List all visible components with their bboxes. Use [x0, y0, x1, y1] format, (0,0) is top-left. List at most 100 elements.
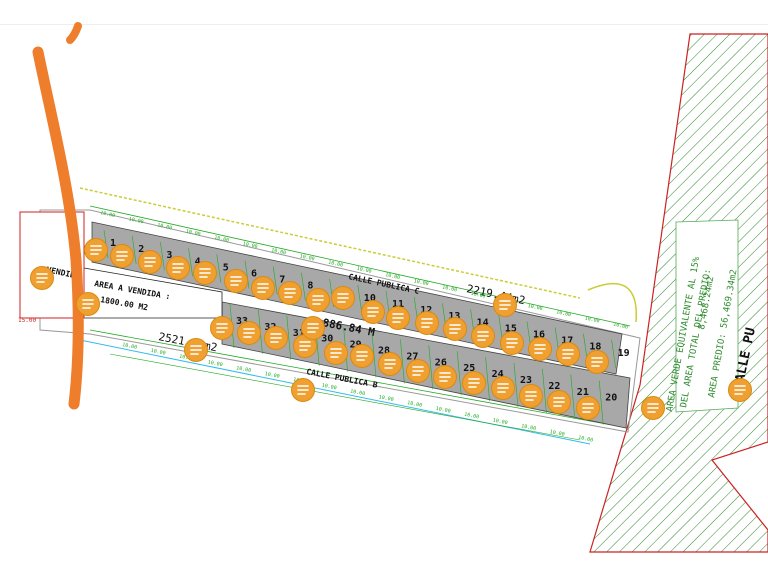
comment-marker[interactable] [728, 378, 752, 402]
dim-tick-label: 10.00 [549, 429, 565, 438]
comment-marker[interactable] [462, 371, 486, 395]
lot-label: 4 [195, 256, 201, 267]
comment-marker[interactable] [293, 334, 317, 358]
comment-marker[interactable] [224, 269, 248, 293]
comment-marker[interactable] [291, 378, 315, 402]
comment-marker[interactable] [251, 276, 275, 300]
lot-label: 30 [321, 334, 333, 345]
comment-marker[interactable] [331, 286, 355, 310]
comment-marker[interactable] [491, 376, 515, 400]
dim-tick-label: 10.00 [584, 315, 600, 324]
comment-marker[interactable] [415, 311, 439, 335]
dim-left-label: 15.00 [18, 317, 36, 324]
comment-marker[interactable] [301, 316, 325, 340]
lot-label: 29 [350, 340, 362, 351]
comment-marker[interactable] [264, 326, 288, 350]
comment-marker[interactable] [378, 352, 402, 376]
note-lines-icon [506, 338, 518, 348]
dim-tick-label: 10.00 [413, 278, 429, 287]
curb-arc [587, 282, 637, 323]
vendida-box [19, 211, 85, 319]
comment-marker[interactable] [210, 316, 234, 340]
comment-marker[interactable] [443, 317, 467, 341]
comment-marker[interactable] [386, 306, 410, 330]
dim-tick-label: 10.00 [356, 266, 372, 275]
dim-tick-label: 10.00 [207, 359, 223, 368]
lot-divider [160, 242, 165, 271]
lot-label: 20 [605, 393, 617, 404]
note-lines-icon [299, 341, 311, 351]
note-lines-icon [216, 323, 228, 333]
lot-label: 26 [435, 357, 447, 368]
lot-divider [131, 236, 137, 265]
lot-label: 13 [448, 311, 460, 322]
dim-tick-label: 10.00 [378, 394, 394, 403]
dimension-ticks: 10.00 10.00 10.00 10.00 10.00 10.00 10.00 10.00… [100, 210, 629, 444]
dim-tick-label: 10.00 [464, 412, 480, 421]
comment-marker[interactable] [406, 359, 430, 383]
dim-line-bottom [79, 339, 591, 445]
dim-tick-label: 10.00 [407, 400, 423, 409]
lot-label: 5 [223, 262, 229, 273]
comment-marker[interactable] [528, 337, 552, 361]
lot-label: 16 [533, 330, 545, 341]
lot-label: 2 [138, 244, 144, 255]
note-lines-icon [297, 385, 309, 395]
comment-marker[interactable] [184, 338, 208, 362]
comment-markers[interactable] [30, 238, 752, 420]
comment-marker[interactable] [237, 321, 261, 345]
note-lines-icon [591, 357, 603, 367]
comment-marker[interactable] [193, 261, 217, 285]
lot-divider [301, 272, 306, 301]
note-lines-icon [312, 295, 324, 305]
lot-divider [188, 248, 193, 277]
comment-marker[interactable] [110, 244, 134, 268]
note-lines-icon [439, 372, 451, 382]
lot-label: 28 [378, 346, 390, 357]
note-lines-icon [562, 349, 574, 359]
comment-marker[interactable] [84, 238, 108, 262]
lot-divider [513, 362, 519, 408]
comment-marker[interactable] [306, 288, 330, 312]
comment-marker[interactable] [471, 324, 495, 348]
comment-marker[interactable] [641, 396, 665, 420]
comment-marker[interactable] [493, 293, 517, 317]
lot-label: 31 [293, 328, 305, 339]
dim-tick-label: 10.00 [321, 383, 337, 392]
comment-marker[interactable] [585, 350, 609, 374]
comment-marker[interactable] [361, 300, 385, 324]
comment-marker[interactable] [500, 331, 524, 355]
lot-divider [611, 339, 616, 368]
comment-marker[interactable] [350, 344, 374, 368]
lot-divider [400, 339, 405, 384]
dim-tick-label: 10.00 [179, 354, 195, 363]
comment-marker[interactable] [138, 250, 162, 274]
note-lines-icon [468, 378, 480, 388]
note-lines-icon [421, 318, 433, 328]
comment-marker[interactable] [433, 365, 457, 389]
dim-tick-label: 10.00 [122, 342, 138, 351]
note-lines-icon [144, 257, 156, 267]
note-lines-icon [243, 328, 255, 338]
comment-marker[interactable] [324, 341, 348, 365]
comment-marker[interactable] [30, 266, 54, 290]
note-lines-icon [257, 283, 269, 293]
note-lines-icon [116, 251, 128, 261]
comment-marker[interactable] [556, 342, 580, 366]
comment-marker[interactable] [547, 390, 571, 414]
comment-marker[interactable] [278, 281, 302, 305]
comment-marker[interactable] [166, 256, 190, 280]
comment-marker[interactable] [519, 384, 543, 408]
comment-marker[interactable] [576, 396, 600, 420]
dim-tick-label: 10.00 [578, 435, 594, 444]
dim-line-top [89, 205, 631, 327]
lot-divider [570, 374, 576, 419]
note-lines-icon [367, 307, 379, 317]
comment-marker[interactable] [76, 292, 100, 316]
lot-label: 18 [589, 342, 601, 353]
note-lines-icon [412, 366, 424, 376]
road-outline [39, 209, 641, 433]
dim-tick-label: 10.00 [157, 222, 173, 231]
